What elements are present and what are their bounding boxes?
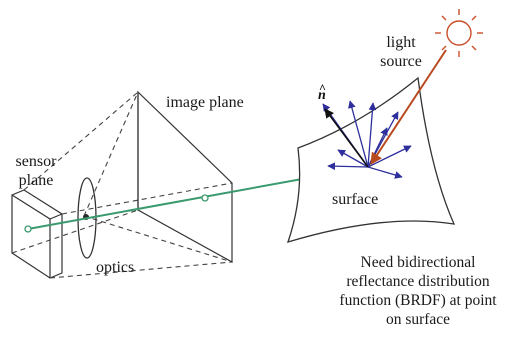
sun-icon	[435, 9, 483, 57]
sensor-plane-label-line1: sensor	[15, 153, 57, 170]
incident-ray	[370, 49, 447, 166]
caption-line: function (BRDF) at point	[339, 292, 497, 309]
surface-normal-arrow	[324, 108, 369, 168]
projection-lines	[11, 91, 233, 279]
image-point	[201, 194, 209, 202]
sensor-plane	[11, 189, 63, 279]
surface-label: surface	[332, 191, 379, 208]
sensor-point	[24, 225, 32, 233]
surface-normal-hat: ^	[319, 81, 326, 95]
light-source-label: light source	[370, 33, 432, 71]
brdf-caption: Need bidirectional reflectance distribut…	[318, 253, 518, 329]
optics-lens	[77, 177, 97, 259]
sensor-plane-label: sensor plane	[8, 152, 64, 190]
light-source-label-line1: light	[386, 34, 416, 51]
sensor-plane-label-line2: plane	[18, 172, 54, 189]
image-plane-label: image plane	[166, 94, 244, 111]
surface-normal-letter: n	[318, 88, 326, 103]
surface-normal-label: n	[318, 88, 326, 104]
caption-line: Need bidirectional	[360, 254, 476, 271]
caption-line: on surface	[385, 311, 451, 328]
light-source-label-line2: source	[380, 53, 422, 70]
image-plane	[137, 90, 233, 264]
optics-label: optics	[96, 259, 135, 276]
caption-line: reflectance distribution	[346, 273, 490, 290]
